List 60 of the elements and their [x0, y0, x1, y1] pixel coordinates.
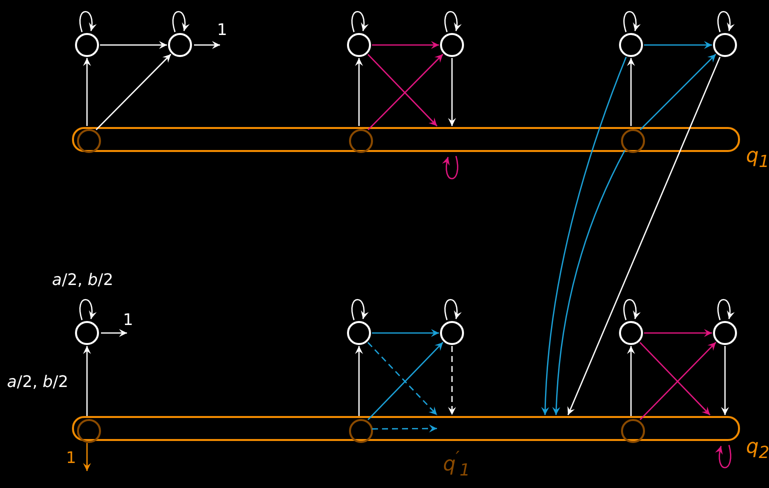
- state-circle: [440, 33, 464, 57]
- arrow: [83, 346, 91, 416]
- arrow: [96, 54, 172, 130]
- inner-state-circle: [349, 419, 373, 443]
- loop-arrow: [442, 156, 458, 180]
- arrow: [355, 346, 363, 416]
- loop-arrow: [79, 299, 96, 320]
- arrow: [355, 58, 363, 126]
- edge-label: 1: [217, 22, 228, 38]
- arrow: [644, 41, 712, 49]
- state-circle: [347, 321, 371, 345]
- state-circle: [75, 321, 99, 345]
- arrow: [194, 41, 220, 49]
- arrow: [640, 54, 716, 130]
- arrow: [627, 58, 635, 126]
- state-circle: [75, 33, 99, 57]
- arrow: [627, 346, 635, 416]
- arrow: [372, 329, 439, 337]
- loop-arrow: [444, 11, 462, 32]
- loop-arrow: [351, 299, 368, 320]
- loop-arrow: [172, 11, 190, 32]
- loop-arrow: [717, 299, 734, 320]
- arrow: [372, 41, 439, 49]
- arrow: [83, 443, 91, 471]
- state-label: q$_{2}$: [746, 436, 769, 462]
- state-circle: [168, 33, 192, 57]
- inner-state-circle: [621, 419, 645, 443]
- arrow: [83, 58, 91, 126]
- state-circle: [440, 321, 464, 345]
- loop-arrow: [623, 299, 640, 320]
- loop-arrow: [715, 444, 732, 468]
- edge-label: 1: [66, 450, 76, 466]
- arrow: [644, 329, 712, 337]
- loop-arrow: [623, 11, 640, 32]
- arrow: [541, 56, 627, 416]
- edge-label: a/2, b/2: [7, 374, 68, 390]
- state-circle: [619, 33, 643, 57]
- inner-state-circle: [349, 129, 373, 153]
- arrow: [552, 150, 626, 416]
- arrow: [448, 58, 456, 126]
- edge-label: a/2, b/2: [52, 272, 114, 288]
- inner-state-circle: [77, 419, 101, 443]
- state-label: q$_{1}$: [746, 145, 769, 171]
- state-circle: [619, 321, 643, 345]
- loop-arrow: [717, 11, 734, 32]
- edge-label: 1: [123, 312, 134, 328]
- arrow: [100, 41, 167, 49]
- state-circle: [713, 33, 737, 57]
- arrow: [721, 346, 729, 415]
- state-circle: [713, 321, 737, 345]
- arrow: [448, 346, 456, 415]
- state-circle: [347, 33, 371, 57]
- inner-state-circle: [77, 129, 101, 153]
- inner-state-circle: [621, 129, 645, 153]
- arrow: [372, 424, 437, 433]
- loop-arrow: [79, 11, 96, 32]
- loop-arrow: [351, 11, 368, 32]
- arrow: [101, 329, 127, 337]
- arrow: [567, 56, 721, 416]
- loop-arrow: [444, 299, 462, 320]
